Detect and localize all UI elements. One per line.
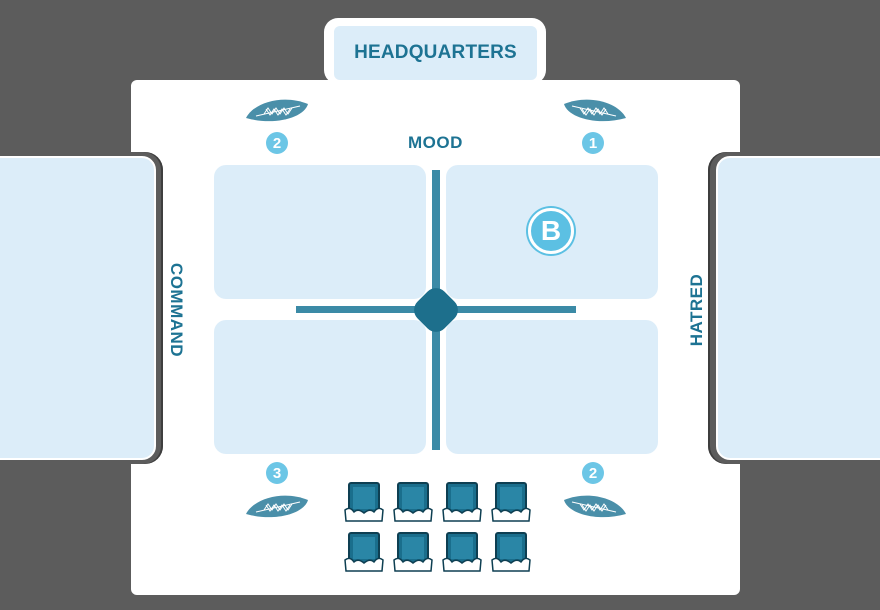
leaf-token-icon[interactable] xyxy=(562,96,628,126)
headquarters-box[interactable]: HEADQUARTERS xyxy=(334,26,537,80)
soldier-figure-icon[interactable] xyxy=(391,530,435,574)
soldier-group xyxy=(342,480,536,578)
command-label: COMMAND xyxy=(167,262,186,358)
b-marker-letter: B xyxy=(540,215,562,246)
headquarters-label: HEADQUARTERS xyxy=(354,42,517,63)
leaf-token-icon[interactable] xyxy=(244,96,310,126)
soldier-figure-icon[interactable] xyxy=(391,480,435,524)
quadrant-bottom-right[interactable] xyxy=(446,320,658,454)
right-side-panel[interactable] xyxy=(716,156,880,460)
soldier-figure-icon[interactable] xyxy=(440,530,484,574)
b-marker-token[interactable]: B xyxy=(528,208,574,254)
leaf-token-icon[interactable] xyxy=(244,492,310,522)
mood-label: MOOD xyxy=(408,133,463,152)
hatred-label: HATRED xyxy=(687,273,706,347)
quadrant-top-left[interactable] xyxy=(214,165,426,299)
soldier-figure-icon[interactable] xyxy=(342,480,386,524)
soldier-figure-icon[interactable] xyxy=(342,530,386,574)
soldier-figure-icon[interactable] xyxy=(489,480,533,524)
corner-number-bottom-left: 3 xyxy=(266,462,288,484)
corner-number-bottom-right: 2 xyxy=(582,462,604,484)
soldier-figure-icon[interactable] xyxy=(440,480,484,524)
leaf-token-icon[interactable] xyxy=(562,492,628,522)
corner-number-top-right: 1 xyxy=(582,132,604,154)
left-side-panel[interactable] xyxy=(0,156,156,460)
soldier-figure-icon[interactable] xyxy=(489,530,533,574)
quadrant-bottom-left[interactable] xyxy=(214,320,426,454)
corner-number-top-left: 2 xyxy=(266,132,288,154)
